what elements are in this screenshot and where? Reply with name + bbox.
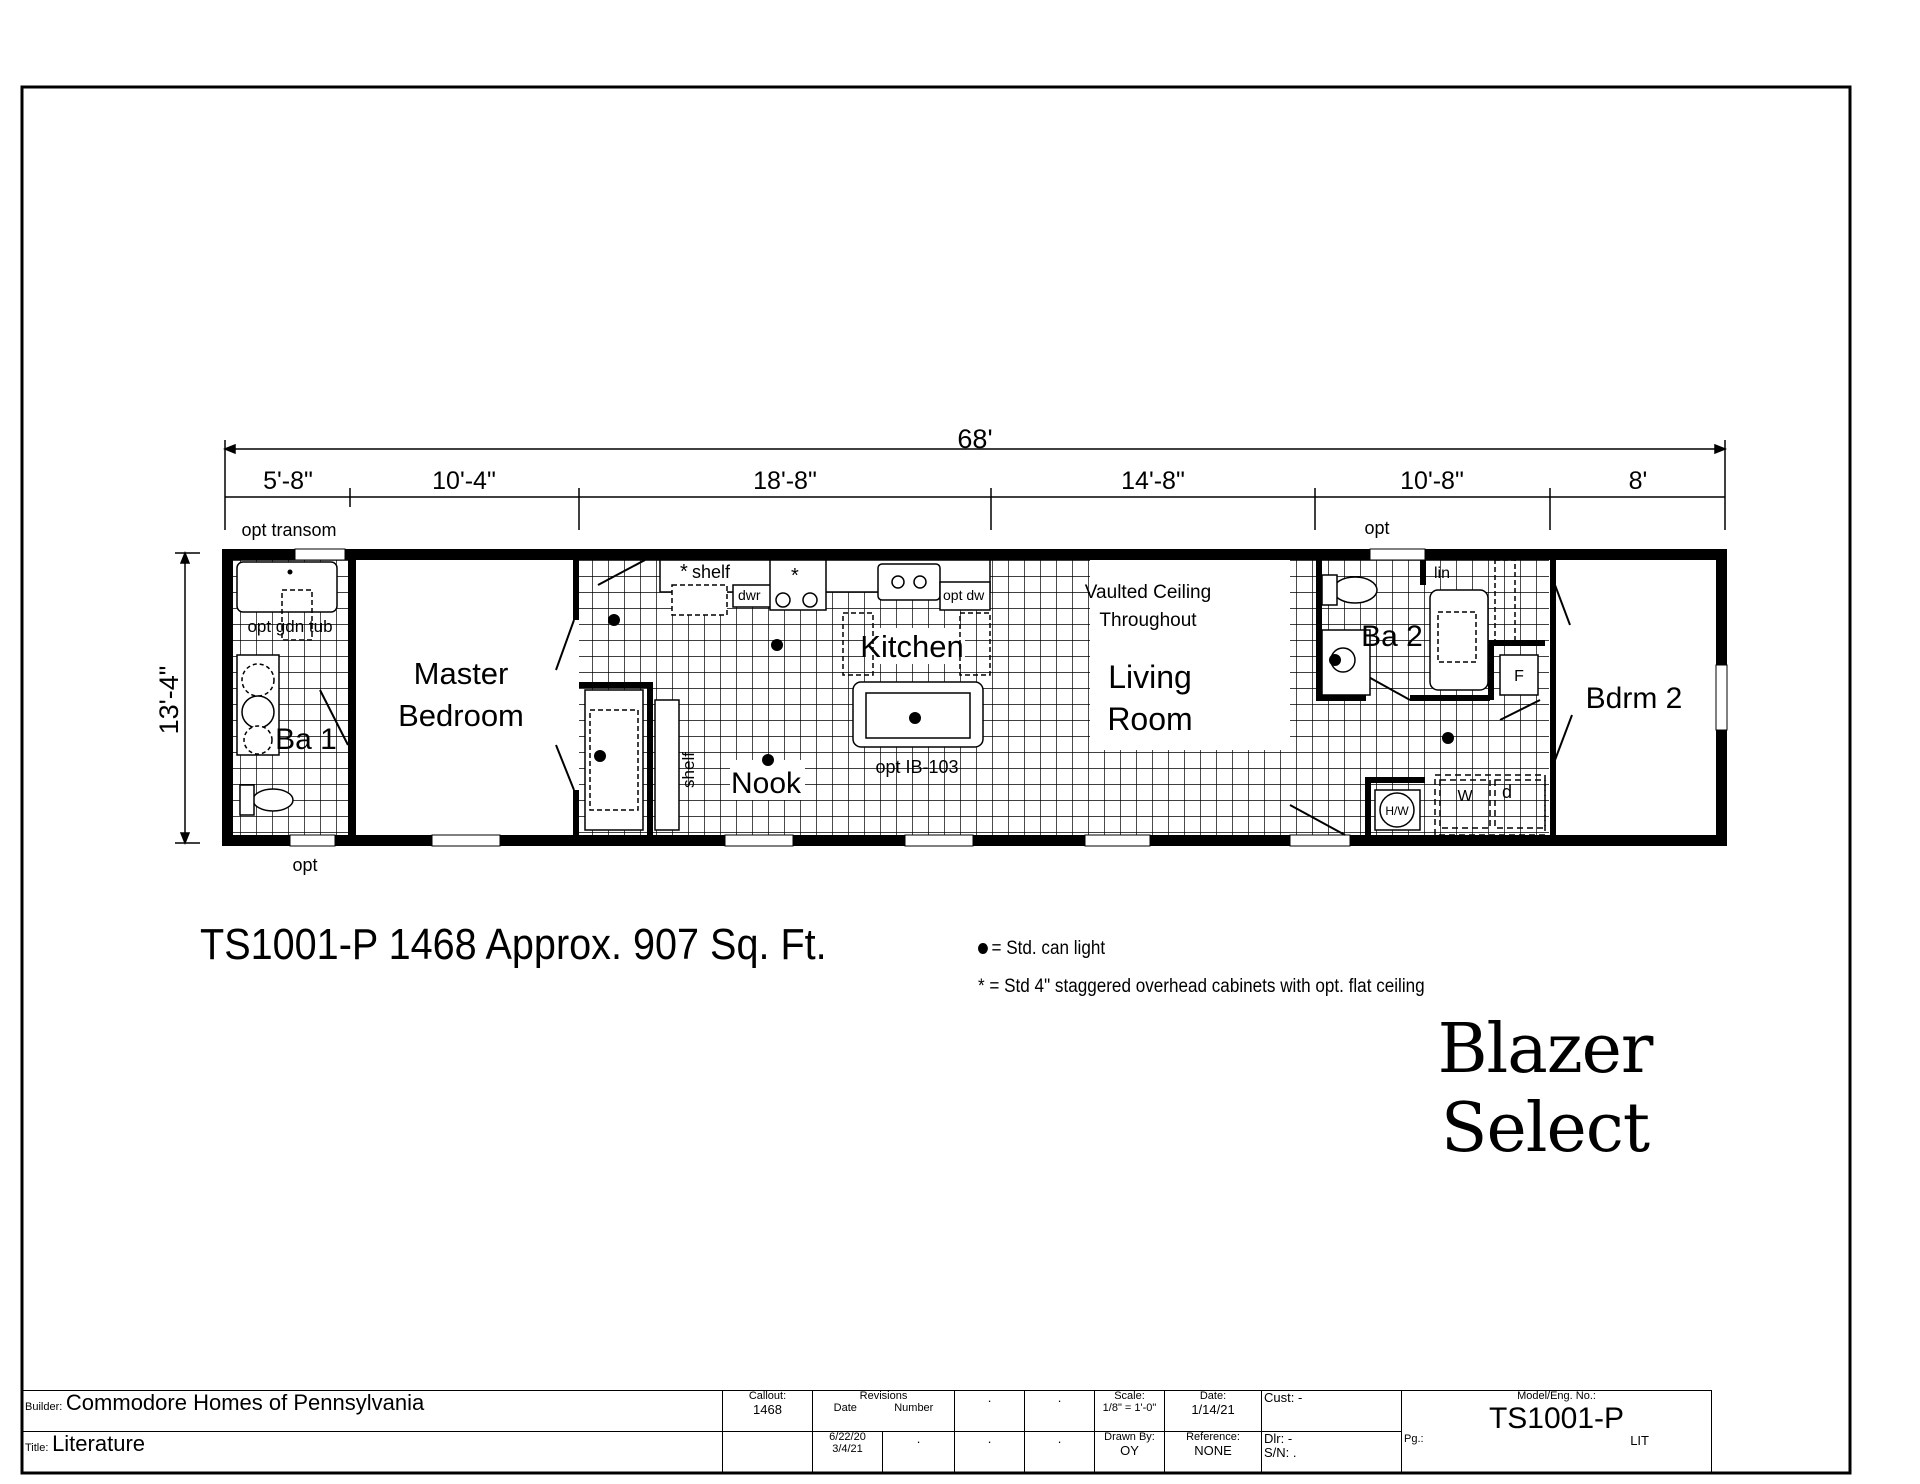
dealer-sn-cell: Dlr: -S/N: .	[1261, 1431, 1402, 1473]
dim-segment-5: 10'-8"	[1400, 467, 1464, 495]
title-block: Builder: Commodore Homes of Pennsylvania…	[22, 1390, 1920, 1473]
linen-note: lin	[1434, 565, 1450, 582]
sink-icon	[241, 663, 275, 697]
bedroom-2-label: Bdrm 2	[1586, 682, 1683, 715]
kitchen-fixtures	[659, 559, 991, 748]
title-cell: Title: Literature	[22, 1431, 723, 1473]
customer-cell: Cust: -	[1261, 1390, 1402, 1432]
bedroom-2-floor	[1556, 560, 1716, 835]
kitchen-label-panel	[865, 628, 965, 664]
tub-icon	[1429, 589, 1489, 691]
builder-cell: Builder: Commodore Homes of Pennsylvania	[22, 1390, 723, 1432]
dryer-icon	[1494, 779, 1546, 829]
drawn-by-cell: Drawn By:OY	[1094, 1431, 1165, 1473]
living-label-panel	[1090, 560, 1290, 750]
dimension-lines	[175, 440, 1728, 846]
opt-window-note-top: opt	[1364, 518, 1389, 538]
doors	[319, 559, 1573, 836]
bath-1-label: Ba 1	[275, 723, 337, 756]
living-room-label: Living	[1108, 659, 1192, 695]
master-bedroom-floor	[358, 560, 573, 835]
series-brand: Blazer Select	[1437, 1010, 1654, 1168]
vaulted-ceiling-note: Vaulted Ceiling	[1085, 582, 1211, 603]
dryer-label: d	[1502, 782, 1512, 802]
dim-segment-1: 5'-8"	[263, 467, 313, 495]
builder-name: Commodore Homes of Pennsylvania	[65, 1390, 425, 1415]
opt-transom-note: opt transom	[241, 520, 336, 540]
asterisk-range-icon: *	[791, 565, 799, 587]
shelf-note: shelf	[692, 562, 731, 582]
opt-dishwasher-note: opt dw	[943, 587, 985, 603]
furnace-label: F	[1514, 668, 1524, 685]
overall-width: 68'	[957, 424, 992, 454]
date-cell: Date:1/14/21	[1164, 1390, 1262, 1432]
kitchen-label: Kitchen	[860, 629, 963, 664]
tub-icon	[236, 561, 338, 613]
bath-2-label: Ba 2	[1361, 620, 1423, 653]
can-light-legend: = Std. can light	[978, 938, 1105, 960]
reference-cell: Reference:NONE	[1164, 1431, 1262, 1473]
windows	[289, 548, 1728, 847]
callout-cell: Callout:1468	[722, 1390, 813, 1432]
callout-value: 1468	[753, 1401, 782, 1417]
master-bedroom-label: Master	[414, 656, 509, 691]
opt-window-note-bottom: opt	[292, 855, 317, 875]
living-room-label-2: Room	[1107, 701, 1192, 737]
dim-segment-6: 8'	[1629, 467, 1648, 495]
sheet-border	[20, 85, 1852, 1475]
page-value: LIT	[1630, 1433, 1649, 1449]
scale-value: 1/8" = 1'-0"	[1102, 1401, 1157, 1414]
washer-label: W	[1457, 788, 1473, 805]
reference-value: NONE	[1194, 1442, 1232, 1458]
tub-faucet-icon	[287, 569, 293, 575]
opt-island-note: opt IB-103	[875, 757, 958, 777]
dim-segment-3: 18'-8"	[753, 467, 817, 495]
can-lights	[594, 614, 1454, 766]
closet-fixtures	[584, 689, 680, 831]
dim-segment-2: 10'-4"	[432, 467, 496, 495]
asterisk-shelf-icon: *	[680, 561, 688, 583]
model-area-line: TS1001-P 1468 Approx. 907 Sq. Ft.	[200, 920, 827, 969]
title-value: Literature	[52, 1431, 146, 1456]
can-light-legend-text: = Std. can light	[991, 938, 1106, 959]
toilet-icon	[1332, 576, 1378, 604]
model-number: TS1001-P	[1488, 1401, 1625, 1435]
water-heater-label: H/W	[1385, 804, 1409, 818]
sink-icon	[877, 563, 941, 601]
scale-cell: Scale:1/8" = 1'-0"	[1094, 1390, 1165, 1432]
bath-1-fixtures	[236, 561, 338, 816]
closet-shelf-note: shelf	[679, 752, 698, 788]
furnace-icon	[1499, 654, 1539, 696]
drawn-by-value: OY	[1120, 1442, 1139, 1458]
can-light-icon	[978, 943, 988, 955]
drawer-note: dwr	[738, 587, 761, 603]
date-value: 1/14/21	[1191, 1401, 1235, 1417]
bath-2-fixtures	[1321, 559, 1546, 836]
dim-segment-4: 14'-8"	[1121, 467, 1185, 495]
cabinet-legend: * = Std 4" staggered overhead cabinets w…	[978, 976, 1425, 997]
toilet-icon	[252, 788, 294, 812]
interior-walls	[348, 560, 1556, 835]
washer-icon	[1439, 779, 1491, 829]
overall-depth: 13'-4"	[154, 666, 184, 735]
nook-label-panel	[730, 760, 805, 800]
opt-garden-tub-note: opt gdn tub	[247, 617, 332, 636]
vaulted-ceiling-note-2: Throughout	[1099, 610, 1197, 631]
nook-label: Nook	[731, 767, 802, 800]
master-bedroom-label-2: Bedroom	[398, 698, 524, 733]
